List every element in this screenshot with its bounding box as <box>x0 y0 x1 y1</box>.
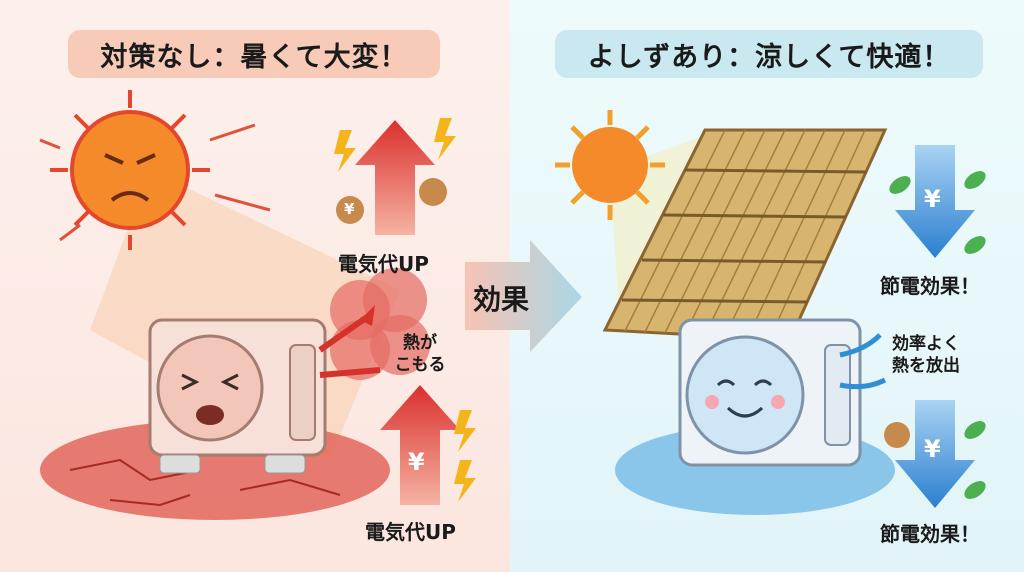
heat-release-line1: 効率よく <box>892 334 960 354</box>
no-measures-title: 対策なし：暑くて大変！ <box>68 30 440 78</box>
saving-label-bottom: 節電効果！ <box>880 522 980 546</box>
ground-cracks <box>69 458 341 507</box>
cost-up-label-top: 電気代UP <box>338 252 429 276</box>
happy-ac-unit <box>678 318 862 467</box>
heat-release-label: 効率よく 熱を放出 <box>892 333 960 377</box>
yen-symbol-arrow-bottom: ¥ <box>924 435 941 463</box>
lightning-icons <box>334 118 476 502</box>
sun-icon <box>555 110 665 220</box>
yen-coin-icons <box>336 178 447 224</box>
leaf-icons <box>889 171 986 499</box>
heat-trapped-line1: 熱が <box>403 333 437 353</box>
cost-up-arrow-bottom <box>380 385 460 505</box>
suffering-ac-unit <box>148 318 327 474</box>
cost-up-arrow-top <box>355 120 435 235</box>
heat-release-arrows <box>839 333 887 390</box>
yen-symbol-arrow-top: ¥ <box>924 185 941 213</box>
heat-trapped-line2: こもる <box>394 355 446 375</box>
angry-sun-icon <box>50 90 210 250</box>
saving-down-arrow-top <box>895 145 975 258</box>
yoshizu-title: よしずあり：涼しくて快適！ <box>555 30 983 78</box>
trapped-heat-cloud <box>318 268 430 380</box>
effect-arrow <box>465 240 582 352</box>
yen-coin-icon <box>884 422 910 448</box>
yen-symbol-arrow: ¥ <box>408 448 425 476</box>
saving-label-top: 節電効果！ <box>880 274 980 298</box>
heat-release-line2: 熱を放出 <box>892 356 960 376</box>
effect-label: 効果 <box>473 283 530 316</box>
cost-up-label-bottom: 電気代UP <box>365 520 456 544</box>
heat-rays <box>39 123 271 242</box>
heat-trapped-label: 熱が こもる <box>390 332 450 376</box>
yen-symbol: ¥ <box>344 200 355 218</box>
saving-down-arrow-bottom <box>895 400 975 508</box>
